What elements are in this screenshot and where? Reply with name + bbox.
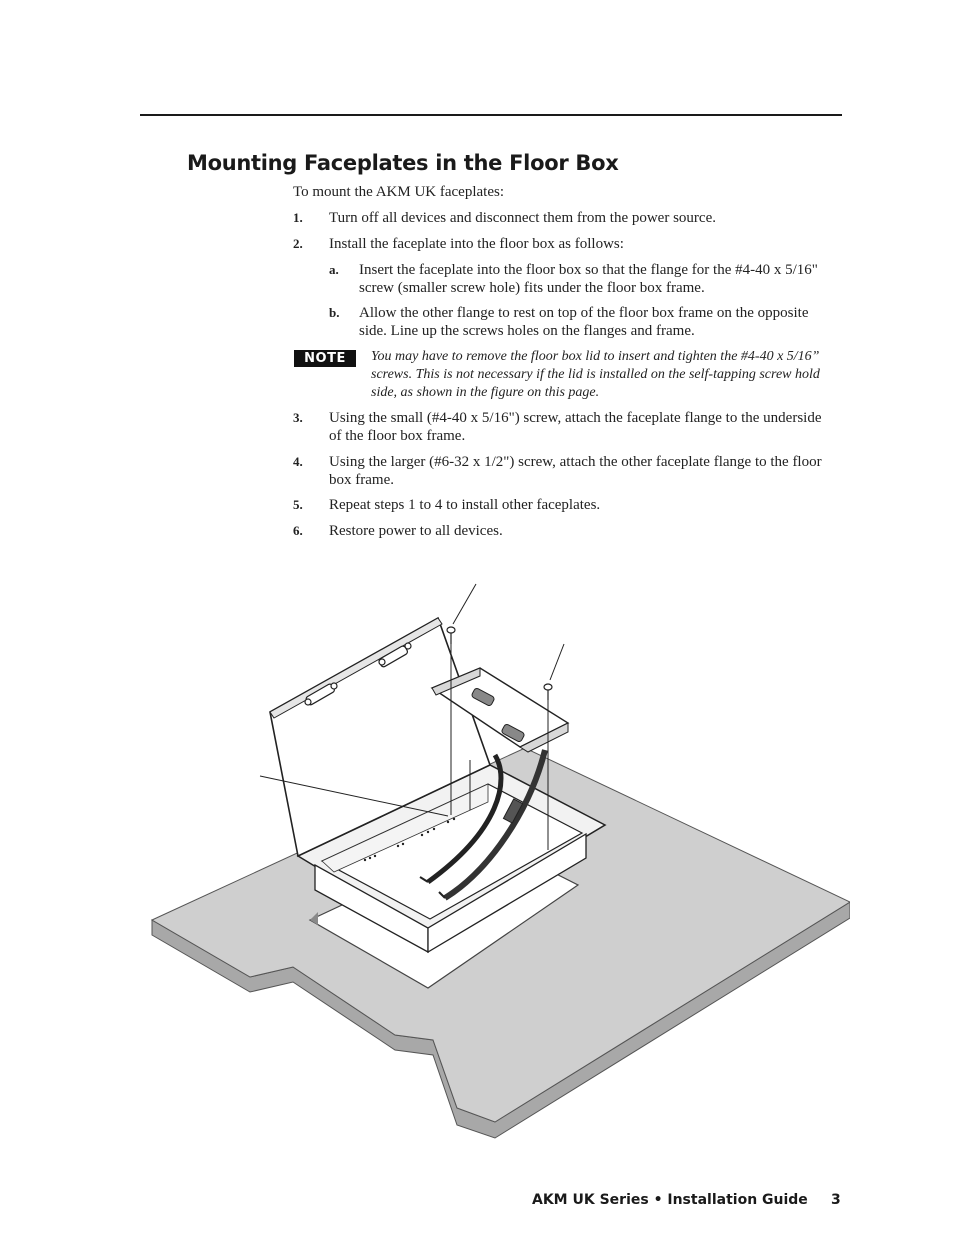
floor-box-figure	[150, 583, 850, 1139]
cable-dark	[426, 753, 504, 885]
cable-dark-tip	[419, 876, 429, 883]
step-number: 6.	[293, 523, 303, 538]
substep-letter: b.	[329, 305, 340, 320]
step-number: 2.	[293, 236, 303, 251]
step-text: Install the faceplate into the floor box…	[329, 236, 624, 252]
faceplate-flange-left	[431, 667, 481, 696]
frame-holes	[363, 817, 456, 862]
step-number: 4.	[293, 454, 303, 469]
step-text: Repeat steps 1 to 4 to install other fac…	[329, 497, 601, 513]
step-6: 6. Restore power to all devices.	[293, 522, 833, 540]
section-title: Mounting Faceplates in the Floor Box	[187, 151, 619, 175]
note-badge: NOTE	[294, 350, 356, 367]
leader-lines	[259, 583, 565, 817]
header-rule	[140, 114, 842, 116]
step-number: 3.	[293, 410, 303, 425]
screws	[446, 626, 553, 700]
substep-text: Insert the faceplate into the floor box …	[359, 262, 818, 296]
step-text: Turn off all devices and disconnect them…	[329, 210, 716, 226]
step-text: Using the larger (#6-32 x 1/2") screw, a…	[329, 454, 822, 488]
cable-plug	[502, 798, 524, 824]
note-text: You may have to remove the floor box lid…	[371, 349, 820, 400]
substep-text: Allow the other flange to rest on top of…	[359, 305, 809, 339]
step-5: 5. Repeat steps 1 to 4 to install other …	[293, 496, 833, 514]
step-number: 1.	[293, 210, 303, 225]
step-number: 5.	[293, 497, 303, 512]
faceplate-connector-2	[501, 723, 525, 743]
step-2: 2. Install the faceplate into the floor …	[293, 235, 833, 253]
floor-box-inner-wall	[321, 783, 489, 873]
cable-light	[443, 749, 548, 901]
step-1: 1. Turn off all devices and disconnect t…	[293, 209, 833, 227]
step-3: 3. Using the small (#4-40 x 5/16") screw…	[293, 409, 833, 445]
floor-box-wall-right	[427, 832, 587, 954]
cable-light-tip	[438, 891, 446, 899]
alignment-lines	[450, 635, 549, 850]
footer-title: AKM UK Series • Installation Guide	[532, 1192, 808, 1208]
page-number: 3	[831, 1192, 841, 1208]
substep-b: b. Allow the other flange to rest on top…	[329, 304, 829, 340]
faceplate-flange	[518, 722, 569, 753]
substep-letter: a.	[329, 262, 339, 277]
cutout-wall	[310, 912, 318, 925]
step-4: 4. Using the larger (#6-32 x 1/2") screw…	[293, 453, 833, 489]
step-text: Using the small (#4-40 x 5/16") screw, a…	[329, 410, 822, 444]
lid-hinges	[304, 642, 412, 706]
substep-a: a. Insert the faceplate into the floor b…	[329, 261, 829, 297]
intro-text: To mount the AKM UK faceplates:	[293, 184, 504, 200]
faceplate-connector	[471, 687, 495, 707]
step-text: Restore power to all devices.	[329, 523, 503, 539]
